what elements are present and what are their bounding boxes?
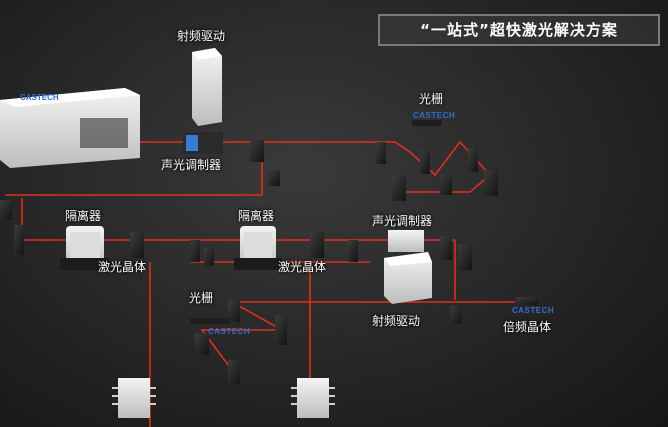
- shg-crystal-brand: CASTECH: [512, 306, 555, 315]
- isolator-left-device: [60, 226, 108, 270]
- grating-top-device: [412, 120, 442, 126]
- grating-bottom-device: [190, 318, 230, 324]
- laser-unit-brand: CASTECH: [20, 93, 59, 102]
- label-isolator-mid: 隔离器: [238, 209, 275, 223]
- label-aom-top: 声光调制器: [161, 158, 222, 172]
- label-grating-top: 光栅: [419, 92, 444, 106]
- laser-beams: [5, 140, 515, 427]
- isolator-mid-device: [234, 226, 282, 270]
- page-title: “一站式”超快激光解决方案: [378, 14, 660, 46]
- aom-right-device: [388, 230, 424, 252]
- bottom-module-left: [112, 378, 156, 418]
- grating-top-brand: CASTECH: [413, 111, 456, 120]
- label-laser-crystal-left: 激光晶体: [98, 260, 147, 274]
- label-laser-crystal-mid: 激光晶体: [278, 260, 327, 274]
- grating-bottom-brand: CASTECH: [208, 327, 251, 336]
- label-rf-driver-bottom: 射频驱动: [372, 314, 421, 328]
- label-aom-right: 声光调制器: [372, 214, 433, 228]
- label-shg-crystal: 倍频晶体: [503, 320, 552, 334]
- mirror-mounts: [0, 140, 538, 384]
- laser-head-unit: [0, 88, 140, 168]
- rf-driver-top-device: [183, 48, 223, 154]
- bottom-module-mid: [291, 378, 335, 418]
- label-isolator-left: 隔离器: [65, 209, 102, 223]
- label-rf-driver-top: 射频驱动: [177, 29, 226, 43]
- rf-driver-bottom-device: [384, 252, 432, 304]
- label-grating-bottom: 光栅: [189, 291, 214, 305]
